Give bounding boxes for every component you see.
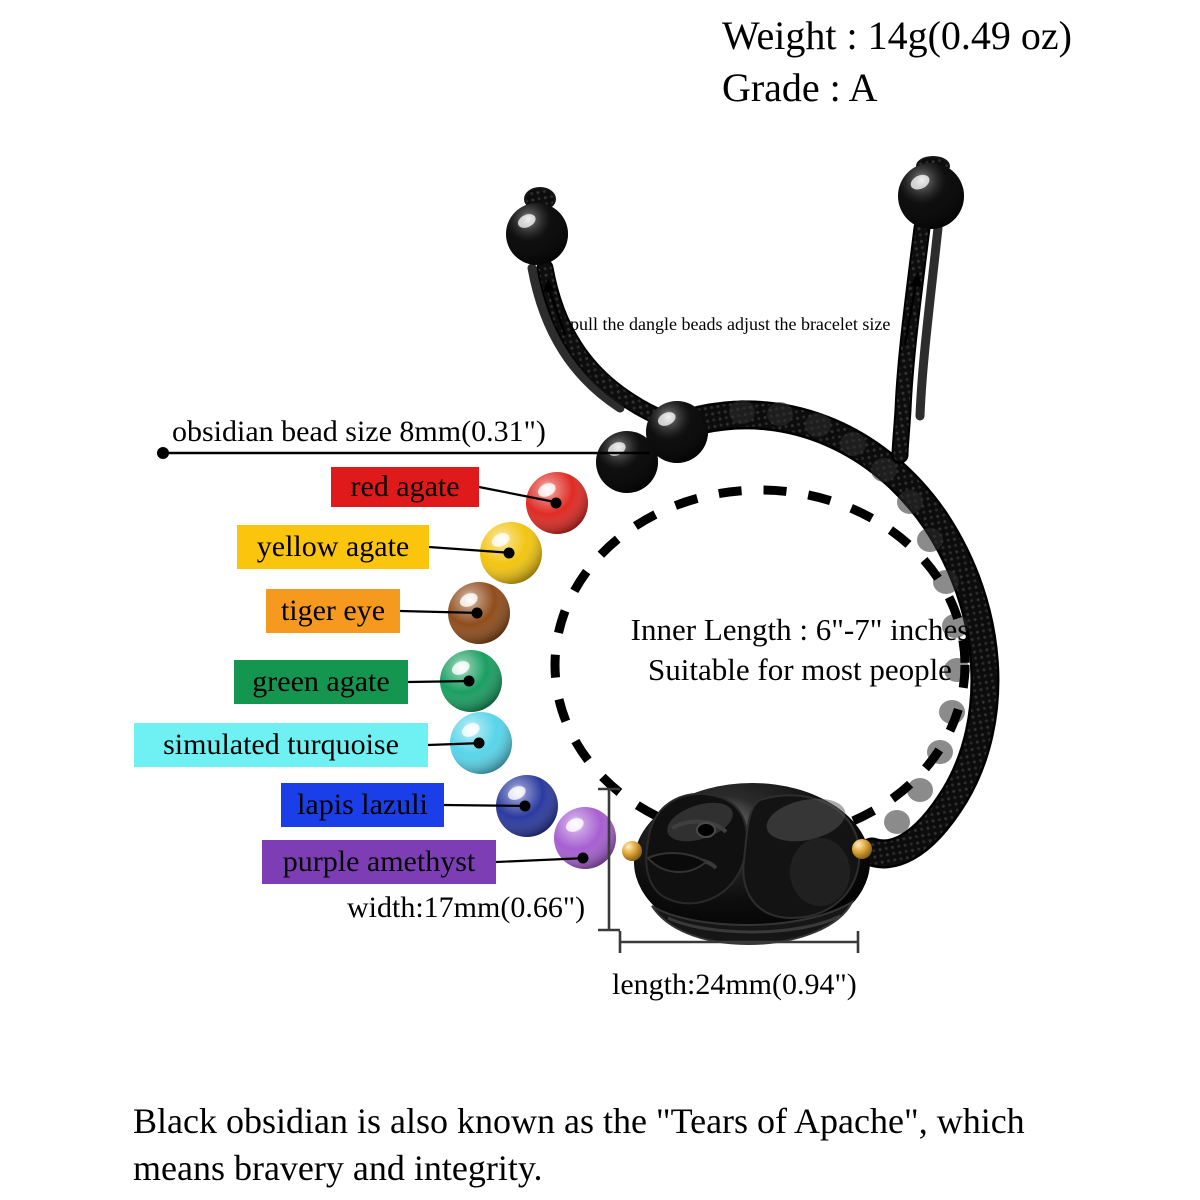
inner-suitable-line: Suitable for most people (648, 651, 952, 687)
pixiu-obsidian-charm (634, 783, 870, 946)
bead-label-purple-amethyst[interactable]: purple amethyst (262, 840, 496, 884)
bead-label-simulated-turquoise[interactable]: simulated turquoise (134, 723, 428, 767)
obsidian-bead-lower (596, 431, 658, 493)
product-spec-header: Weight : 14g(0.49 oz) Grade : A (722, 10, 1072, 114)
obsidian-bead-size-label: obsidian bead size 8mm(0.31") (172, 415, 546, 448)
pull-note-arrows (543, 272, 922, 346)
bead-label-text: yellow agate (256, 530, 410, 563)
caption-line-1: Black obsidian is also known as the "Tea… (133, 1101, 1025, 1141)
label-leader-lines (399, 485, 589, 864)
gold-spacer-right (852, 839, 872, 859)
width-dimension-label: width:17mm(0.66") (347, 891, 586, 924)
inner-length-note: Inner Length : 6"-7" inches Suitable for… (600, 610, 1000, 689)
dangle-bead-right (898, 163, 964, 229)
caption-line-2: means bravery and integrity. (133, 1147, 543, 1188)
simulated-turquoise-leader (427, 737, 485, 749)
bead-label-text: green agate (252, 665, 390, 698)
lapis-lazuli-leader (443, 800, 531, 812)
grade-spec: Grade : A (721, 65, 878, 110)
bead-label-text: red agate (350, 470, 460, 503)
obsidian-size-leader (157, 447, 650, 459)
bead-label-lapis-lazuli[interactable]: lapis lazuli (281, 783, 444, 827)
width-dimension (598, 787, 620, 932)
inner-length-guide (550, 485, 970, 845)
green-agate-leader (407, 675, 475, 687)
bead-label-yellow-agate[interactable]: yellow agate (237, 525, 429, 569)
red-agate-leader (478, 485, 562, 509)
pull-dangle-beads-note: pull the dangle beads adjust the bracele… (570, 314, 891, 334)
bead-label-text: lapis lazuli (297, 788, 428, 821)
yellow-agate-leader (428, 545, 515, 559)
bead-label-text: purple amethyst (282, 845, 476, 878)
weight-spec: Weight : 14g(0.49 oz) (721, 13, 1072, 58)
yellow-agate-bead (480, 522, 542, 584)
bead-label-red-agate[interactable]: red agate (331, 467, 479, 507)
braided-cord (524, 156, 1000, 869)
length-dimension-label: length:24mm(0.94") (612, 968, 857, 1001)
product-caption: Black obsidian is also known as the "Tea… (133, 1098, 1093, 1192)
purple-amethyst-leader (495, 852, 589, 864)
obsidian-bead-upper (646, 401, 708, 463)
amethyst-bead (554, 807, 616, 869)
bead-chain (440, 163, 964, 869)
bead-label-green-agate[interactable]: green agate (234, 660, 408, 704)
bead-label-text: simulated turquoise (163, 728, 399, 761)
bead-label-tiger-eye[interactable]: tiger eye (266, 589, 400, 633)
dangle-bead-left (506, 203, 568, 265)
gold-spacer-left (622, 841, 642, 861)
inner-length-line: Inner Length : 6"-7" inches (630, 612, 970, 647)
length-dimension (618, 931, 860, 953)
tiger-eye-leader (399, 607, 483, 619)
bead-label-text: tiger eye (280, 594, 386, 627)
